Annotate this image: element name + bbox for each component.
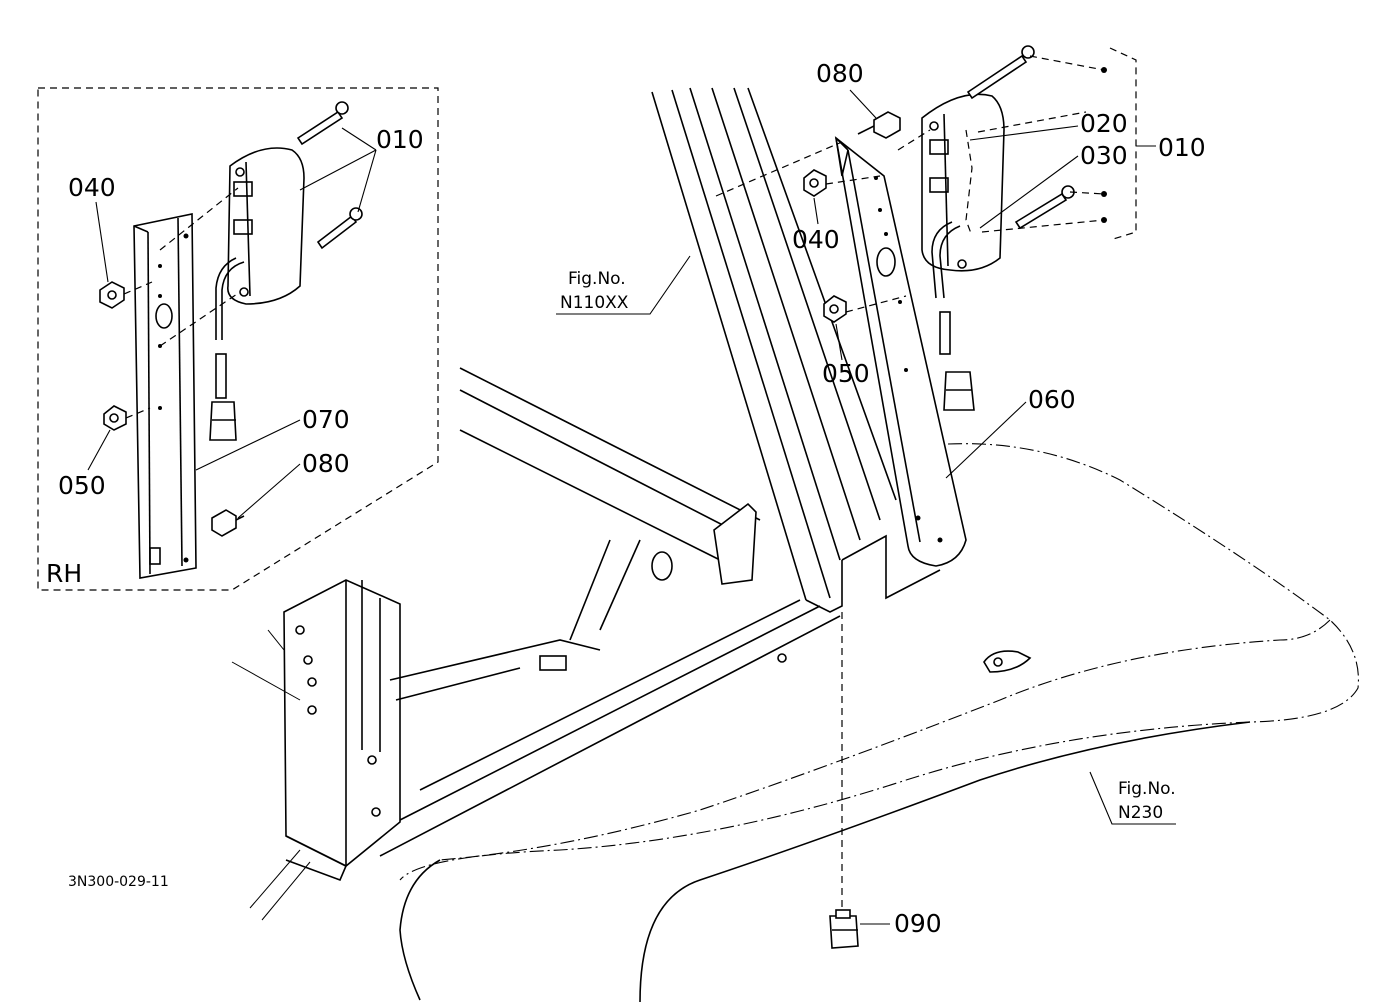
ref-n230-line1: Fig.No. xyxy=(1118,779,1176,799)
floor-plate xyxy=(399,443,1359,1002)
label-030: 030 xyxy=(1080,141,1128,170)
cab-frame xyxy=(231,87,897,921)
detail-view-rh: RH xyxy=(37,87,439,591)
brace-dot xyxy=(1101,67,1107,73)
main-nut-040 xyxy=(803,169,827,197)
detail-lamp xyxy=(227,147,305,305)
label-050-detail: 050 xyxy=(58,471,106,500)
label-040-main: 040 xyxy=(792,225,840,254)
ref-n230-line2: N230 xyxy=(1118,803,1163,823)
ref-n110xx: Fig.No. N110XX xyxy=(556,255,691,315)
label-090: 090 xyxy=(894,909,942,938)
ref-n110xx-line1: Fig.No. xyxy=(568,269,626,289)
drawing-code: 3N300-029-11 xyxy=(68,874,169,890)
detail-bracket xyxy=(133,213,197,579)
label-010-detail: 010 xyxy=(376,125,424,154)
label-040-detail: 040 xyxy=(68,173,116,202)
label-050-main: 050 xyxy=(822,359,870,388)
main-bracket-060 xyxy=(834,136,967,567)
label-080-detail: 080 xyxy=(302,449,350,478)
ref-n110xx-line2: N110XX xyxy=(560,293,629,313)
detail-bolt-080 xyxy=(211,509,245,537)
main-nut-050 xyxy=(823,295,847,323)
main-plug-090 xyxy=(829,909,859,949)
label-070: 070 xyxy=(302,405,350,434)
main-lamp xyxy=(921,93,1005,272)
detail-title: RH xyxy=(46,559,82,588)
detail-screws-010 xyxy=(296,101,363,250)
detail-nut-050 xyxy=(103,405,127,431)
main-wire-connector xyxy=(931,221,975,411)
detail-nut-040 xyxy=(99,281,125,309)
main-bolt-080 xyxy=(857,111,901,139)
brace-dot xyxy=(1101,217,1107,223)
label-010-main: 010 xyxy=(1158,133,1206,162)
ref-n230: Fig.No. N230 xyxy=(1089,771,1176,825)
label-020: 020 xyxy=(1080,109,1128,138)
main-screws xyxy=(966,45,1075,230)
label-060: 060 xyxy=(1028,385,1076,414)
brace-dot xyxy=(1101,191,1107,197)
detail-wire-connector xyxy=(209,257,245,441)
label-080-main: 080 xyxy=(816,59,864,88)
